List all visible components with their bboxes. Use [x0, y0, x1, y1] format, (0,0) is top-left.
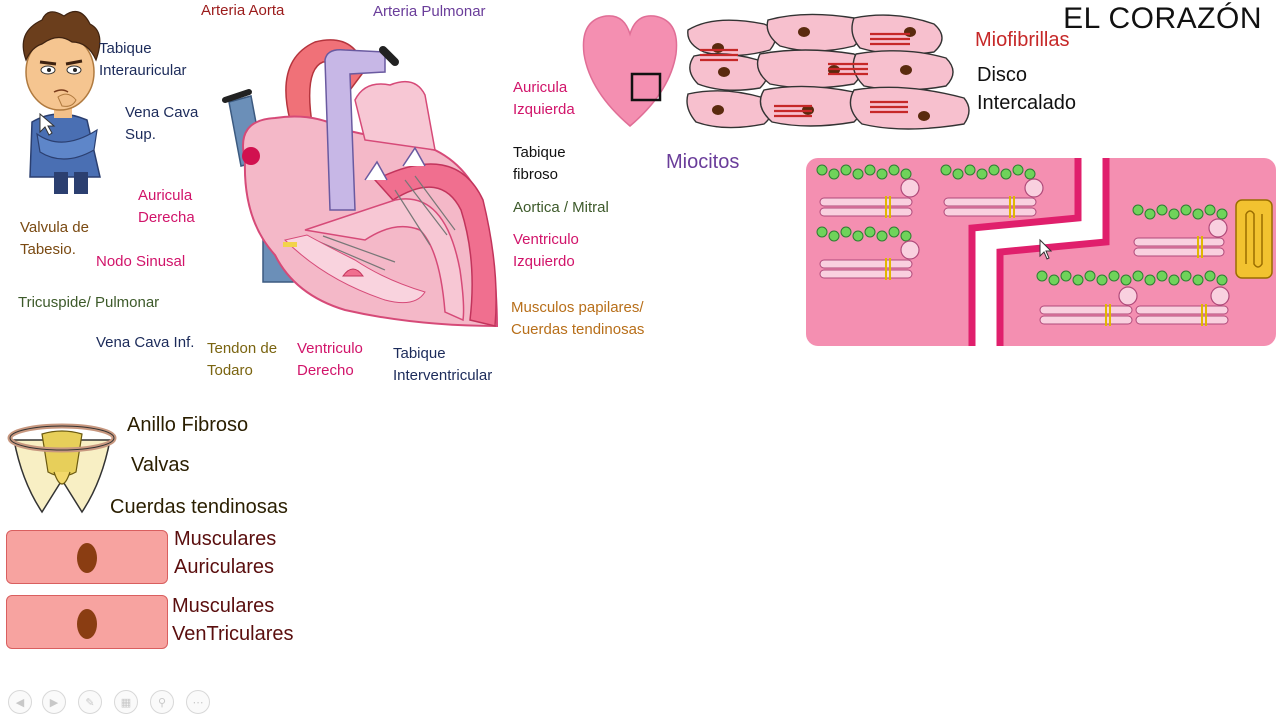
- presenter-character-image: [22, 10, 101, 194]
- previous-slide-icon[interactable]: ◀: [8, 690, 32, 714]
- arteria-aorta-label: Arteria Aorta: [201, 2, 285, 19]
- heart-valve-diagram: [7, 423, 117, 514]
- vena-cava-inf-label: Vena Cava Inf.: [96, 334, 195, 351]
- tendon-todaro-label: Tendon de Todaro: [207, 340, 278, 379]
- zoom-icon[interactable]: ⚲: [150, 690, 174, 714]
- more-options-icon[interactable]: ⋯: [186, 690, 210, 714]
- nodo-sinusal-label: Nodo Sinusal: [96, 253, 186, 270]
- slides-grid-icon[interactable]: ▦: [114, 690, 138, 714]
- vena-cava-sup-label: Vena Cava Sup.: [125, 104, 199, 143]
- miocitos-label: Miocitos: [666, 151, 740, 173]
- intercalated-disc-diagram: [806, 158, 1276, 346]
- cuerdas-tendinosas-label: Cuerdas tendinosas: [110, 496, 288, 518]
- auricula-izquierda-label: Auricula Izquierda: [513, 79, 575, 118]
- miofibrillas-label: Miofibrillas: [975, 29, 1070, 51]
- slide-title: EL CORAZÓN: [1063, 2, 1262, 35]
- auricula-derecha-label: Auricula Derecha: [138, 187, 195, 226]
- aortica-mitral-label: Aortica / Mitral: [513, 199, 609, 216]
- heart-anatomy-diagram: [222, 39, 499, 328]
- musculos-papilares-label: Musculos papilares/ Cuerdas tendinosas: [511, 299, 645, 338]
- ventriculo-izquierdo-label: Ventriculo Izquierdo: [513, 231, 579, 270]
- next-slide-icon[interactable]: ▶: [42, 690, 66, 714]
- myocytes-diagram: [686, 13, 970, 130]
- tabique-interventricular-label: Tabique Interventricular: [393, 345, 493, 384]
- musculares-auriculares-label: Musculares Auriculares: [174, 528, 277, 578]
- ventricular-muscle-fiber: [6, 595, 168, 649]
- arteria-pulmonar-label: Arteria Pulmonar: [373, 3, 486, 20]
- anillo-fibroso-label: Anillo Fibroso: [127, 414, 249, 436]
- tricuspide-pulmonar-label: Tricuspide/ Pulmonar: [18, 294, 160, 311]
- valvas-label: Valvas: [131, 454, 190, 476]
- ventriculo-derecho-label: Ventriculo Derecho: [297, 340, 363, 379]
- tabique-interauricular-label: Tabique Interauricular: [99, 40, 187, 79]
- tabique-fibroso-label: Tabique fibroso: [513, 144, 566, 183]
- atrial-muscle-fiber: [6, 530, 168, 584]
- musculares-ventriculares-label: Musculares VenTriculares: [172, 595, 294, 645]
- valvula-tebesio-label: Valvula de Tabesio.: [20, 219, 89, 258]
- atrial-nucleus: [77, 543, 97, 573]
- ventricular-nucleus: [77, 609, 97, 639]
- small-heart-icon: [582, 15, 678, 127]
- pen-icon[interactable]: ✎: [78, 690, 102, 714]
- disco-intercalado-label: Disco Intercalado: [977, 64, 1076, 114]
